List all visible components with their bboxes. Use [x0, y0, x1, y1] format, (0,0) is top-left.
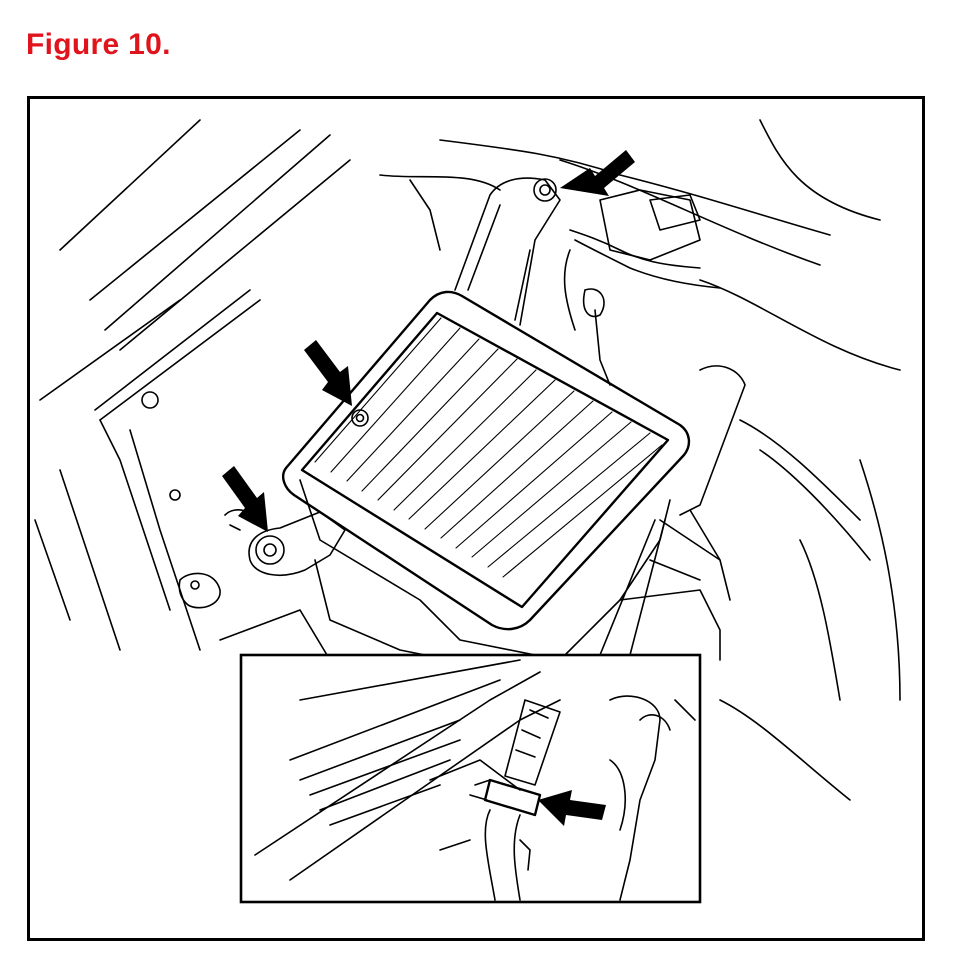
lower-panel-lines: [34, 419, 331, 661]
callout-arrow-center: [304, 340, 352, 406]
callout-arrow-inset: [538, 790, 606, 826]
top-mounting-bracket: [454, 177, 561, 326]
callout-arrow-lower-left: [222, 466, 268, 532]
filter-pleats: [314, 317, 663, 578]
air-cleaner-housing: [299, 365, 746, 661]
air-filter-element: [282, 290, 691, 631]
figure-title: Figure 10.: [26, 28, 171, 61]
inset-detail: [239, 653, 702, 904]
upper-right-components: [439, 119, 901, 386]
body-panel-lines: [39, 119, 501, 421]
right-background-lines: [719, 419, 901, 801]
main-illustration-frame: [27, 96, 925, 941]
inset-hose-detail: [254, 659, 696, 901]
callout-arrow-top: [560, 150, 635, 196]
inset-leader-lines: [599, 519, 666, 656]
